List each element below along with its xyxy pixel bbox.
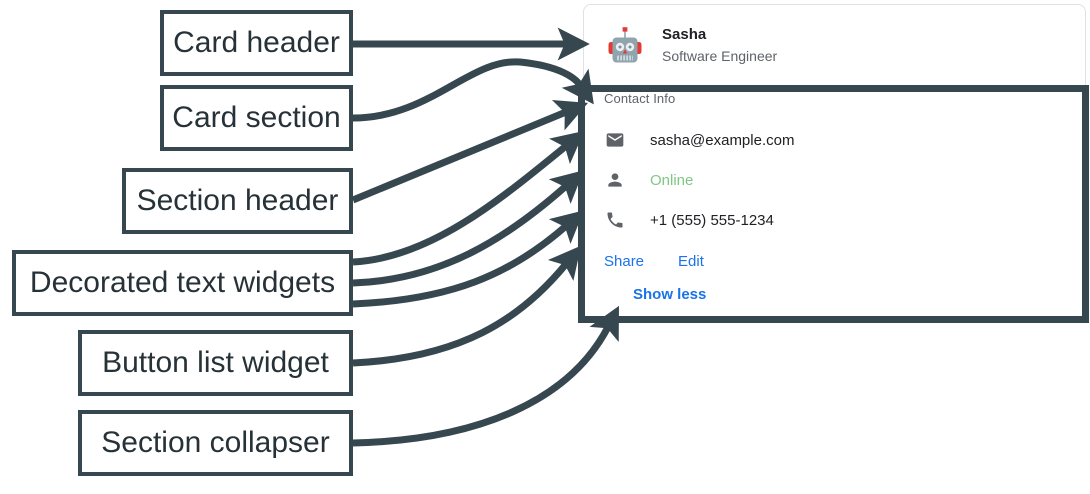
- edit-button[interactable]: Edit: [678, 252, 704, 270]
- email-icon: [604, 130, 626, 150]
- annotation-label-decorated-text: Decorated text widgets: [29, 266, 336, 299]
- decorated-text-widget-phone: +1 (555) 555-1234: [604, 200, 1085, 240]
- card-header-text: Sasha Software Engineer: [662, 25, 777, 68]
- robot-avatar-icon: [604, 25, 646, 67]
- annotation-label-card-section: Card section: [172, 101, 341, 134]
- arrow-decorated-text-2: [352, 170, 584, 287]
- decorated-text-value-phone: +1 (555) 555-1234: [650, 211, 774, 229]
- card-section: Contact Info sasha@example.com Online: [584, 77, 1085, 306]
- section-collapser: Show less: [604, 282, 1085, 306]
- annotation-box-card-header: Card header: [160, 10, 353, 76]
- share-button[interactable]: Share: [604, 252, 645, 270]
- annotation-box-section-header: Section header: [122, 168, 353, 234]
- arrow-section-collapser: [352, 305, 620, 447]
- decorated-text-widget-status: Online: [604, 160, 1085, 200]
- annotation-box-button-list: Button list widget: [78, 330, 353, 396]
- person-icon: [604, 170, 626, 190]
- annotation-label-section-collapser: Section collapser: [101, 426, 330, 459]
- arrow-button-list: [352, 245, 582, 367]
- phone-icon: [604, 210, 626, 230]
- annotation-box-decorated-text: Decorated text widgets: [12, 250, 353, 316]
- card-header: Sasha Software Engineer: [584, 5, 1085, 77]
- annotation-box-card-section: Card section: [160, 85, 353, 151]
- show-less-button[interactable]: Show less: [633, 285, 707, 303]
- annotation-box-section-collapser: Section collapser: [78, 410, 353, 476]
- arrow-decorated-text-1: [352, 130, 585, 266]
- annotation-label-section-header: Section header: [136, 184, 339, 217]
- decorated-text-value-status: Online: [650, 171, 694, 189]
- arrow-section-header: [351, 100, 588, 204]
- decorated-text-value-email: sasha@example.com: [650, 131, 795, 149]
- section-header: Contact Info: [604, 91, 676, 106]
- arrow-decorated-text-3: [352, 210, 584, 308]
- decorated-text-widget-email: sasha@example.com: [604, 120, 1085, 160]
- profile-card: Sasha Software Engineer Contact Info sas…: [583, 4, 1086, 320]
- card-header-subtitle: Software Engineer: [662, 48, 778, 65]
- button-list-widget: Share Edit: [604, 248, 1085, 274]
- annotation-label-card-header: Card header: [173, 26, 340, 59]
- annotation-label-button-list: Button list widget: [102, 346, 329, 379]
- card-header-title: Sasha: [662, 25, 707, 43]
- arrow-card-section: [352, 58, 594, 122]
